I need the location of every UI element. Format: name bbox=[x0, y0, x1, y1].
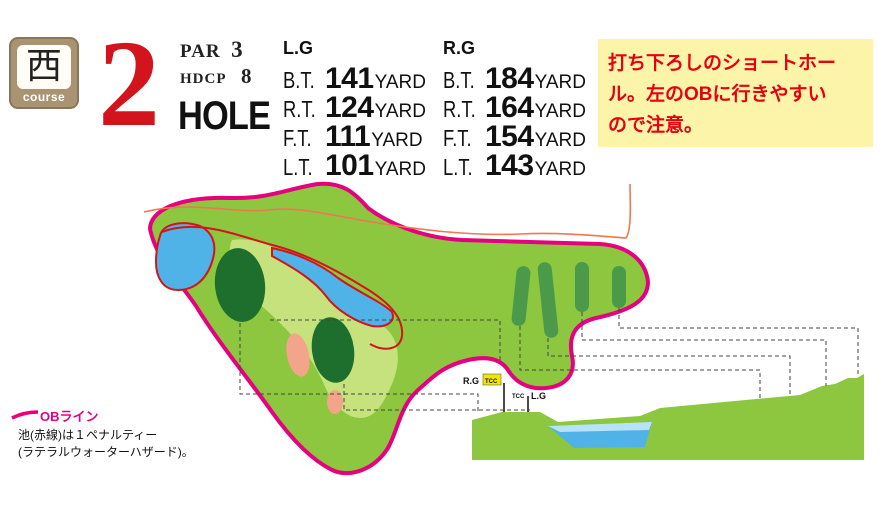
lg-label: L.G bbox=[531, 391, 546, 401]
hole-number: 2 bbox=[98, 15, 160, 152]
yardage-row: R.T. 124YARD bbox=[283, 91, 426, 124]
yardage-value: 111 bbox=[325, 120, 371, 153]
yardage-row: F.T. 154YARD bbox=[443, 120, 586, 153]
hole-note: 打ち下ろしのショートホー ル。左のOBに行きやすい ので注意。 bbox=[598, 39, 873, 147]
ob-legend-title: OBライン bbox=[40, 409, 99, 424]
note-line: ので注意。 bbox=[608, 115, 704, 136]
yardage-row: R.T. 164YARD bbox=[443, 91, 586, 124]
yardage-value: 124 bbox=[325, 91, 374, 124]
tee-box bbox=[575, 262, 589, 312]
course-badge: 西 course bbox=[9, 37, 79, 109]
tee-label: R.T. bbox=[443, 96, 476, 122]
hole-word: HOLE bbox=[178, 94, 271, 138]
tee-label: F.T. bbox=[283, 125, 312, 151]
yardage-value: 164 bbox=[485, 91, 534, 124]
legend-text: 池(赤線)は１ペナルティー (ラテラルウォーターハザード)。 bbox=[18, 427, 194, 461]
yard-unit: YARD bbox=[374, 72, 426, 93]
note-line: 打ち下ろしのショートホー bbox=[608, 53, 837, 74]
hdcp-value: 8 bbox=[240, 64, 252, 88]
yard-unit: YARD bbox=[534, 159, 586, 180]
tcc-label-lg: TCC bbox=[512, 394, 525, 400]
tee-box bbox=[612, 266, 626, 308]
legend-line: 池(赤線)は１ペナルティー bbox=[18, 428, 158, 442]
yardage-row: L.T. 143YARD bbox=[443, 149, 586, 182]
ob-legend-line bbox=[11, 410, 39, 420]
hazard-line bbox=[161, 225, 404, 350]
green-name: L.G bbox=[283, 38, 313, 58]
yard-unit: YARD bbox=[374, 159, 426, 180]
tee-label: B.T. bbox=[443, 67, 475, 93]
green-left bbox=[214, 248, 266, 322]
yard-unit: YARD bbox=[534, 72, 586, 93]
yard-unit: YARD bbox=[374, 101, 426, 122]
yardage-lg: L.G B.T.141YARD R.T.124YARD F.T.111YARD … bbox=[283, 38, 426, 182]
semi-rough bbox=[229, 239, 398, 418]
yardage-rg: R.G B.T.184YARD R.T.164YARD F.T.154YARD … bbox=[443, 38, 586, 182]
hdcp-info: HDCP 8 bbox=[180, 64, 251, 89]
legend-line: (ラテラルウォーターハザード)。 bbox=[18, 445, 194, 459]
flag-rg bbox=[482, 373, 502, 386]
pond-left bbox=[154, 222, 216, 292]
note-line: ル。左のOBに行きやすい bbox=[608, 84, 827, 105]
yardage-value: 101 bbox=[325, 149, 374, 182]
bunker bbox=[286, 333, 310, 377]
tee-label: F.T. bbox=[443, 125, 472, 151]
projection-lines bbox=[239, 308, 859, 411]
pond-right bbox=[271, 246, 394, 328]
yardage-row: B.T. 141YARD bbox=[283, 62, 426, 95]
yardage-value: 143 bbox=[485, 149, 534, 182]
hdcp-label: HDCP bbox=[180, 71, 227, 87]
course-kanji: 西 bbox=[17, 45, 71, 89]
rg-label: R.G bbox=[463, 376, 479, 386]
course-label: course bbox=[22, 90, 66, 104]
bunker bbox=[327, 390, 343, 414]
tee-box bbox=[511, 266, 531, 326]
par-value: 3 bbox=[231, 37, 243, 62]
boundary-line bbox=[143, 183, 632, 239]
green-name: R.G bbox=[443, 38, 476, 58]
yardage-value: 141 bbox=[325, 62, 374, 95]
tee-label: R.T. bbox=[283, 96, 316, 122]
tee-label: B.T. bbox=[283, 67, 315, 93]
yard-unit: YARD bbox=[371, 130, 423, 151]
yardage-value: 184 bbox=[485, 62, 534, 95]
green-right bbox=[311, 317, 355, 383]
yardage-value: 154 bbox=[485, 120, 534, 153]
tee-label: L.T. bbox=[443, 154, 473, 180]
tcc-label-rg: TCC bbox=[485, 379, 498, 385]
par-label: PAR bbox=[180, 41, 221, 62]
yardage-row: L.T. 101YARD bbox=[283, 149, 426, 182]
yardage-row: F.T. 111YARD bbox=[283, 120, 426, 153]
par-info: PAR 3 bbox=[180, 37, 243, 63]
tee-label: L.T. bbox=[283, 154, 313, 180]
yard-unit: YARD bbox=[534, 130, 586, 151]
yard-unit: YARD bbox=[534, 101, 586, 122]
yardage-row: B.T. 184YARD bbox=[443, 62, 586, 95]
tee-box bbox=[537, 262, 559, 338]
